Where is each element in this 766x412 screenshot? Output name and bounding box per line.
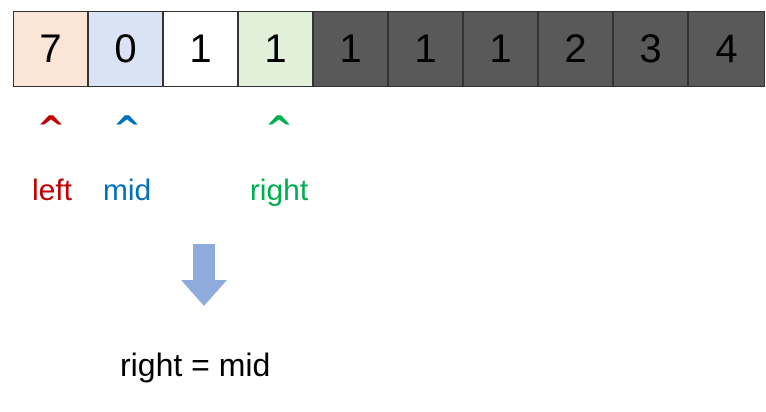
array-cell-3: 1 [239, 12, 314, 86]
mid-pointer-label: mid [102, 174, 152, 207]
mid-pointer-caret: ^ [112, 109, 142, 149]
array: 7 0 1 1 1 1 1 2 3 4 [13, 11, 765, 87]
right-pointer-label: right [249, 174, 309, 207]
result-expression: right = mid [120, 347, 271, 383]
array-cell-0: 7 [14, 12, 89, 86]
array-cell-7: 2 [539, 12, 614, 86]
array-cell-9: 4 [689, 12, 764, 86]
array-cell-2: 1 [164, 12, 239, 86]
array-cell-1: 0 [89, 12, 164, 86]
right-pointer-caret: ^ [264, 109, 294, 149]
array-cell-5: 1 [389, 12, 464, 86]
array-cell-6: 1 [464, 12, 539, 86]
left-pointer-caret: ^ [36, 109, 66, 149]
down-arrow-icon [181, 244, 227, 306]
array-cell-8: 3 [614, 12, 689, 86]
left-pointer-label: left [31, 174, 73, 207]
array-cell-4: 1 [314, 12, 389, 86]
